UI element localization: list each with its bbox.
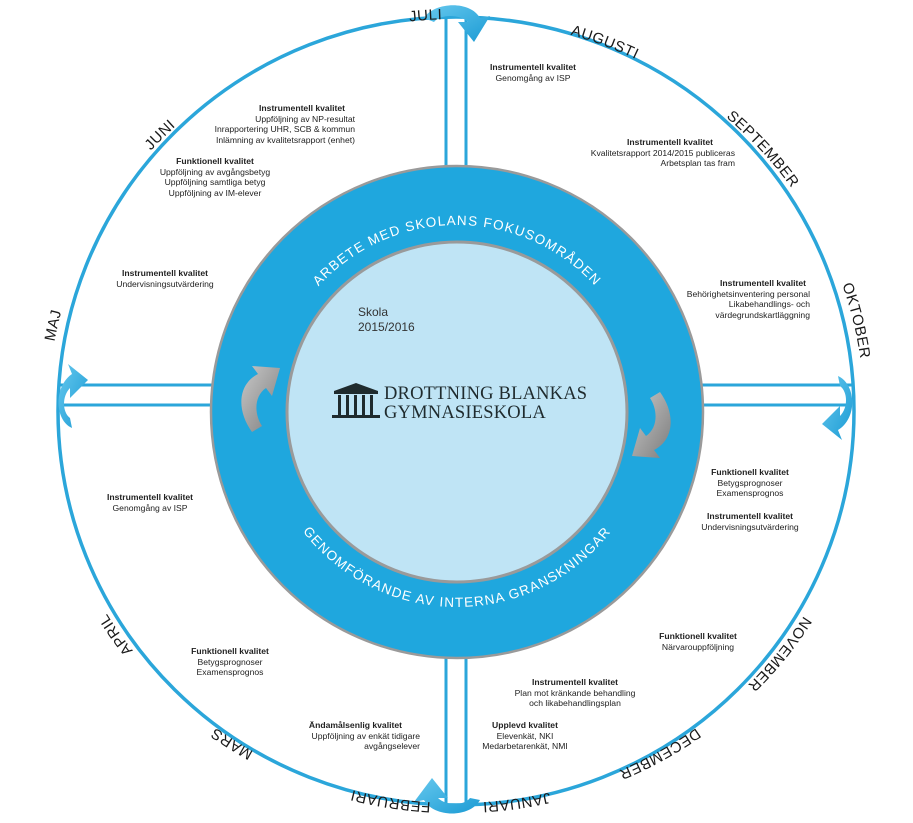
note-heading: Instrumentell kvalitet bbox=[707, 511, 793, 521]
svg-text:MAJ: MAJ bbox=[42, 308, 66, 343]
note-juni: Instrumentell kvalitet Uppföljning av NP… bbox=[180, 103, 355, 145]
gray-arrow-left-icon bbox=[241, 366, 280, 432]
note-line: Examensprognos bbox=[716, 488, 784, 499]
note-heading: Funktionell kvalitet bbox=[711, 467, 789, 477]
note-november: Funktionell kvalitet Betygsprognoser Exa… bbox=[700, 467, 800, 499]
note-heading: Instrumentell kvalitet bbox=[490, 62, 576, 72]
note-november-2: Instrumentell kvalitet Undervisningsutvä… bbox=[690, 511, 810, 532]
note-line: Arbetsplan tas fram bbox=[660, 158, 735, 169]
note-line: Genomgång av ISP bbox=[112, 502, 188, 513]
note-heading: Ändamålsenlig kvalitet bbox=[308, 720, 402, 730]
arrow-left-icon bbox=[58, 364, 88, 428]
svg-text:SEPTEMBER: SEPTEMBER bbox=[723, 107, 802, 190]
arrow-bottom-icon bbox=[414, 778, 480, 814]
note-september: Instrumentell kvalitet Kvalitetsrapport … bbox=[560, 137, 735, 169]
note-heading: Instrumentell kvalitet bbox=[259, 103, 345, 113]
note-line: Elevenkät, NKI bbox=[496, 730, 554, 741]
school-label-text: Skola bbox=[358, 305, 389, 319]
note-maj: Instrumentell kvalitet Undervisningsutvä… bbox=[105, 268, 225, 289]
svg-text:MARS: MARS bbox=[208, 724, 256, 763]
note-heading: Funktionell kvalitet bbox=[176, 156, 254, 166]
school-name-line2: GYMNASIESKOLA bbox=[384, 403, 546, 423]
note-heading: Funktionell kvalitet bbox=[659, 631, 737, 641]
note-line: Inlämning av kvalitetsrapport (enhet) bbox=[215, 134, 355, 145]
note-line: Uppföljning av NP-resultat bbox=[255, 113, 355, 124]
note-line: Närvarouppföljning bbox=[661, 641, 735, 652]
note-line: Uppföljning av enkät tidigare bbox=[311, 730, 420, 741]
note-heading: Funktionell kvalitet bbox=[191, 646, 269, 656]
note-line: Uppföljning samtliga betyg bbox=[164, 177, 266, 188]
note-augusti: Instrumentell kvalitet Genomgång av ISP bbox=[478, 62, 588, 83]
school-name: DROTTNING BLANKAS GYMNASIESKOLA bbox=[384, 385, 587, 423]
month-label: MAJ bbox=[42, 308, 65, 343]
arrow-top-icon bbox=[424, 5, 490, 42]
note-line: Undervisningsutvärdering bbox=[701, 521, 799, 532]
note-line: Betygsprognoser bbox=[197, 656, 263, 667]
note-line: Genomgång av ISP bbox=[495, 72, 571, 83]
note-line: Kvalitetsrapport 2014/2015 publiceras bbox=[590, 147, 735, 158]
svg-text:AUGUSTI: AUGUSTI bbox=[569, 22, 641, 63]
inner-circle bbox=[285, 240, 629, 584]
note-oktober: Instrumentell kvalitet Behörighetsinvent… bbox=[660, 278, 810, 320]
note-heading: Instrumentell kvalitet bbox=[532, 677, 618, 687]
note-line: Undervisningsutvärdering bbox=[116, 278, 214, 289]
note-februari: Ändamålsenlig kvalitet Uppföljning av en… bbox=[280, 720, 420, 752]
note-december: Funktionell kvalitet Närvarouppföljning bbox=[648, 631, 748, 652]
gray-arrow-right-icon bbox=[632, 392, 671, 458]
note-line: och likabehandlingsplan bbox=[529, 698, 621, 709]
month-label: FEBRUARI bbox=[349, 786, 431, 815]
note-april: Instrumentell kvalitet Genomgång av ISP bbox=[95, 492, 205, 513]
month-label: NOVEMBER bbox=[744, 614, 814, 695]
note-line: Plan mot kränkande behandling bbox=[514, 687, 636, 698]
svg-text:FEBRUARI: FEBRUARI bbox=[349, 786, 431, 815]
note-line: Behörighetsinventering personal bbox=[686, 288, 810, 299]
note-line: avgångselever bbox=[364, 741, 420, 752]
month-label: SEPTEMBER bbox=[723, 107, 801, 190]
note-heading: Instrumentell kvalitet bbox=[107, 492, 193, 502]
school-label: Skola 2015/2016 bbox=[358, 305, 415, 335]
svg-text:JANUARI: JANUARI bbox=[482, 789, 552, 815]
note-line: Betygsprognoser bbox=[717, 477, 783, 488]
note-line: Medarbetarenkät, NMI bbox=[482, 741, 568, 752]
note-juni-2: Funktionell kvalitet Uppföljning av avgå… bbox=[150, 156, 280, 198]
note-line: värdegrundskartläggning bbox=[715, 309, 810, 320]
month-label: JULI bbox=[408, 6, 442, 25]
note-januari: Upplevd kvalitet Elevenkät, NKI Medarbet… bbox=[470, 720, 580, 752]
note-line: Uppföljning av IM-elever bbox=[168, 187, 262, 198]
note-heading: Instrumentell kvalitet bbox=[627, 137, 713, 147]
arrow-right-icon bbox=[822, 376, 853, 440]
note-line: Inrapportering UHR, SCB & kommun bbox=[214, 124, 355, 135]
note-heading: Instrumentell kvalitet bbox=[122, 268, 208, 278]
note-december-2: Instrumentell kvalitet Plan mot kränkand… bbox=[500, 677, 650, 709]
month-label: JANUARI bbox=[482, 789, 552, 815]
note-heading: Instrumentell kvalitet bbox=[720, 278, 806, 288]
school-name-line1: DROTTNING BLANKAS bbox=[384, 384, 588, 404]
note-line: Uppföljning av avgångsbetyg bbox=[159, 166, 271, 177]
note-mars: Funktionell kvalitet Betygsprognoser Exa… bbox=[175, 646, 285, 678]
svg-text:NOVEMBER: NOVEMBER bbox=[744, 614, 814, 695]
month-label: MARS bbox=[208, 724, 255, 763]
note-line: Examensprognos bbox=[196, 667, 264, 678]
month-label: DECEMBER bbox=[617, 725, 703, 783]
note-line: Likabehandlings- och bbox=[728, 299, 810, 310]
svg-text:JULI: JULI bbox=[408, 6, 442, 25]
month-label: AUGUSTI bbox=[569, 22, 641, 63]
note-heading: Upplevd kvalitet bbox=[492, 720, 558, 730]
school-logo-icon bbox=[332, 383, 380, 418]
svg-text:DECEMBER: DECEMBER bbox=[617, 725, 704, 783]
school-year: 2015/2016 bbox=[358, 320, 415, 334]
